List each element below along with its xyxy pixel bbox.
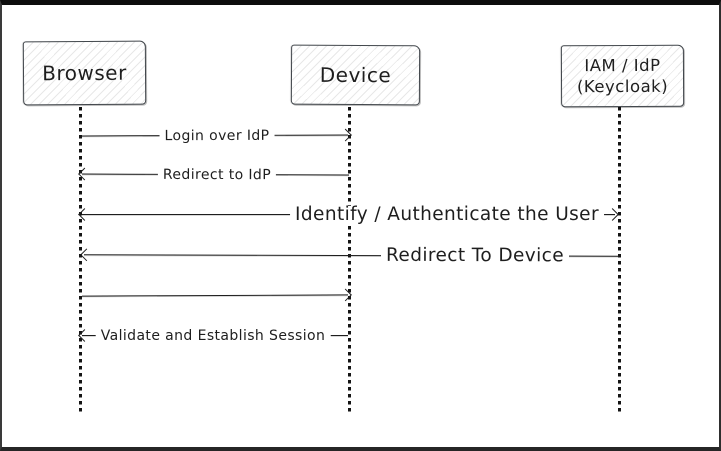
message-label: Redirect To Device [380, 245, 570, 266]
message-identify-authenticate-user: Identify / Authenticate the User [78, 205, 619, 225]
arrowhead-left-icon [80, 248, 93, 261]
message-label: Redirect to IdP [157, 167, 277, 183]
message-label: Validate and Establish Session [95, 329, 331, 343]
message-login-over-idp: Login over IdP [81, 128, 352, 144]
actor-box-device: Device [290, 44, 421, 106]
message-label: Login over IdP [159, 128, 275, 144]
lifeline-iam [618, 107, 621, 415]
lifeline-browser [79, 107, 82, 415]
message-validate-establish-session: Validate and Establish Session [78, 328, 348, 343]
actor-label-browser: Browser [42, 60, 127, 86]
actor-label-iam-line2: (Keycloak) [576, 76, 669, 97]
actor-box-iam-idp: IAM / IdP (Keycloak) [560, 44, 685, 108]
actor-label-device: Device [319, 62, 392, 88]
message-redirect-to-device: Redirect To Device [80, 245, 620, 266]
message-label: Identify / Authenticate the User [290, 205, 604, 225]
actor-label-iam-line1: IAM / IdP [584, 55, 661, 75]
actor-box-browser: Browser [22, 40, 147, 106]
lifeline-device [348, 107, 351, 415]
message-unlabeled-browser-to-device [81, 288, 352, 301]
arrowhead-right-icon [606, 207, 619, 221]
message-redirect-to-idp: Redirect to IdP [78, 167, 350, 183]
